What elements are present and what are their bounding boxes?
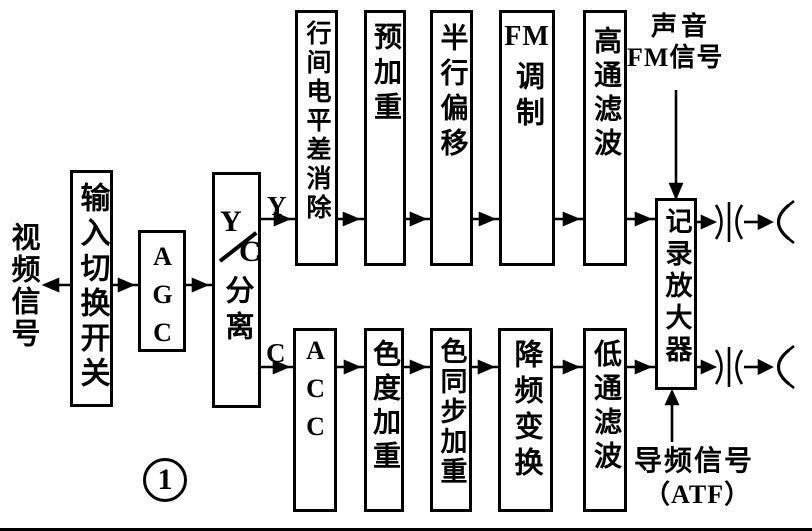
video-head-top-core bbox=[757, 213, 774, 231]
yc-separator-y: Y bbox=[220, 205, 242, 238]
block-label: 色同步加重 bbox=[436, 337, 467, 487]
arrow-switch-agc bbox=[117, 277, 136, 293]
rotary-transformer-bottom-left-coil bbox=[714, 349, 723, 385]
audio-fm-label-line1: 声音 bbox=[651, 12, 712, 41]
arrow-chroma1-chroma2 bbox=[343, 359, 362, 375]
block-label: 半行偏移 bbox=[436, 23, 468, 163]
arrow-recamp-head-bottom bbox=[700, 359, 718, 375]
arrow-pilot-atf-up bbox=[664, 388, 680, 406]
rotary-transformer-top-left-coil bbox=[714, 204, 723, 240]
block-label: 行间电平差消除 bbox=[303, 20, 330, 223]
block-label: 色度加重 bbox=[369, 339, 400, 475]
block-pre-emphasis: 预加重 bbox=[364, 10, 406, 266]
block-label: 记录放大器 bbox=[661, 207, 692, 367]
yc-separator-bottom-label: 分离 bbox=[221, 275, 253, 347]
rotary-transformer-top-right-coil bbox=[735, 204, 744, 240]
video-signal-label: 视频信号 bbox=[7, 222, 39, 350]
block-input-switch-label: 输入切换开关 bbox=[75, 182, 109, 392]
video-head-bottom-core bbox=[757, 358, 774, 376]
figure-number-badge: 1 bbox=[143, 458, 187, 502]
block-label: 降频变换 bbox=[510, 339, 542, 483]
block-down-converter: 降频变换 bbox=[498, 328, 553, 512]
rotary-transformer-bottom-right-coil bbox=[735, 349, 744, 385]
block-label: ACC bbox=[301, 336, 330, 450]
yc-separator-c: C bbox=[239, 235, 261, 268]
block-line-level-difference-canceller: 行间电平差消除 bbox=[295, 10, 338, 266]
block-label-latin: FM bbox=[504, 21, 550, 52]
block-yc-separator: Y C 分离 bbox=[212, 172, 261, 408]
video-head-top-ticks bbox=[788, 199, 795, 245]
block-acc: ACC bbox=[293, 328, 337, 512]
video-head-bottom-ticks bbox=[788, 344, 795, 390]
arrow-luma4-luma5 bbox=[562, 211, 581, 227]
arrow-luma5-recamp bbox=[634, 211, 653, 227]
video-head-bottom-gap bbox=[776, 348, 791, 386]
block-fm-modulator: FM 调制 bbox=[499, 10, 555, 266]
pilot-atf-label-line1: 导频信号 bbox=[634, 446, 755, 477]
arrow-recamp-head-top bbox=[700, 214, 718, 230]
arrow-video-input bbox=[41, 277, 60, 293]
block-half-line-offset: 半行偏移 bbox=[430, 10, 473, 266]
audio-fm-label-line2: FM信号 bbox=[627, 43, 724, 72]
block-label-cjk: 调制 bbox=[511, 61, 544, 133]
block-high-pass-filter: 高通滤波 bbox=[583, 10, 627, 266]
block-chroma-emphasis: 色度加重 bbox=[364, 328, 404, 512]
arrow-chroma3-chroma4 bbox=[477, 359, 496, 375]
arrow-chroma5-recamp bbox=[634, 359, 653, 375]
block-label: 预加重 bbox=[370, 22, 401, 127]
scan-edge-artifact bbox=[0, 528, 812, 531]
arrow-luma1-luma2 bbox=[342, 211, 361, 227]
arrow-audio-fm-down bbox=[668, 182, 684, 201]
arrow-luma3-luma4 bbox=[478, 211, 497, 227]
arrow-chroma4-chroma5 bbox=[562, 359, 581, 375]
c-branch-label: C bbox=[266, 338, 286, 368]
arrow-agc-yc bbox=[191, 277, 210, 293]
block-low-pass-filter: 低通滤波 bbox=[583, 328, 627, 512]
pilot-atf-label-line2: （ATF） bbox=[644, 480, 752, 509]
y-branch-label: Y bbox=[267, 191, 287, 221]
arrow-luma2-luma3 bbox=[409, 211, 428, 227]
arrow-chroma2-chroma3 bbox=[409, 359, 428, 375]
block-record-amplifier: 记录放大器 bbox=[655, 198, 697, 390]
block-agc: AGC bbox=[138, 230, 186, 356]
block-label: 低通滤波 bbox=[590, 339, 621, 475]
block-agc-label: AGC bbox=[148, 242, 177, 356]
block-label: 高通滤波 bbox=[590, 26, 621, 162]
video-head-top-gap bbox=[776, 203, 791, 241]
block-input-switch: 输入切换开关 bbox=[70, 170, 113, 407]
block-burst-emphasis: 色同步加重 bbox=[430, 328, 472, 512]
